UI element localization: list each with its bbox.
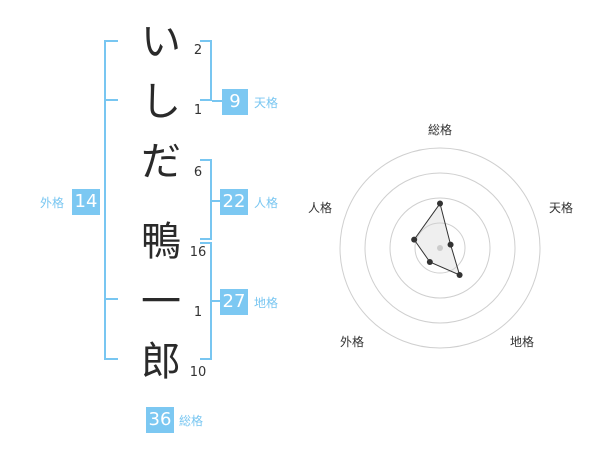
radar-chart: [339, 147, 541, 349]
chikaku-label: 地格: [254, 296, 279, 310]
radar-ring-2: [389, 197, 491, 299]
radar-point-3: [426, 258, 433, 265]
radar-polygon: [413, 202, 461, 276]
radar-point-2: [456, 271, 463, 278]
stroke-count-5: 1: [193, 305, 203, 320]
radar-label-gaikaku: 外格: [340, 335, 365, 349]
chikaku-score-badge: 27: [220, 289, 248, 315]
radar-point-0: [437, 200, 443, 207]
radar-point-4: [411, 236, 418, 243]
name-char-6: 郎: [141, 339, 181, 385]
stroke-count-3: 6: [193, 165, 203, 180]
radar-center-dot: [437, 245, 443, 251]
tenkaku-score-badge: 9: [222, 89, 248, 115]
name-char-3: だ: [141, 139, 181, 185]
radar-label-jinkaku: 人格: [308, 201, 333, 215]
name-char-1: い: [141, 19, 181, 65]
jinkaku-score-badge: 22: [220, 189, 248, 215]
stroke-count-6: 10: [189, 365, 207, 380]
gaikaku-score-badge: 14: [72, 189, 100, 215]
radar-point-1: [447, 241, 454, 248]
radar-ring-1: [414, 222, 466, 274]
stroke-count-1: 2: [193, 43, 203, 58]
name-char-2: し: [141, 79, 181, 125]
gaikaku-label: 外格: [40, 196, 65, 210]
name-char-4: 鴨: [141, 219, 181, 265]
soukaku-score-badge: 36: [146, 407, 174, 433]
jinkaku-label: 人格: [254, 196, 279, 210]
soukaku-label: 総格: [179, 414, 204, 428]
name-char-5: 一: [141, 279, 181, 325]
radar-label-soukaku: 総格: [428, 123, 453, 137]
radar-label-tenkaku: 天格: [549, 201, 574, 215]
stroke-count-4: 16: [189, 245, 207, 260]
radar-ring-3: [364, 172, 516, 324]
radar-ring-4: [339, 147, 541, 349]
stroke-count-2: 1: [193, 103, 203, 118]
radar-label-chikaku: 地格: [510, 335, 535, 349]
tenkaku-label: 天格: [254, 96, 279, 110]
